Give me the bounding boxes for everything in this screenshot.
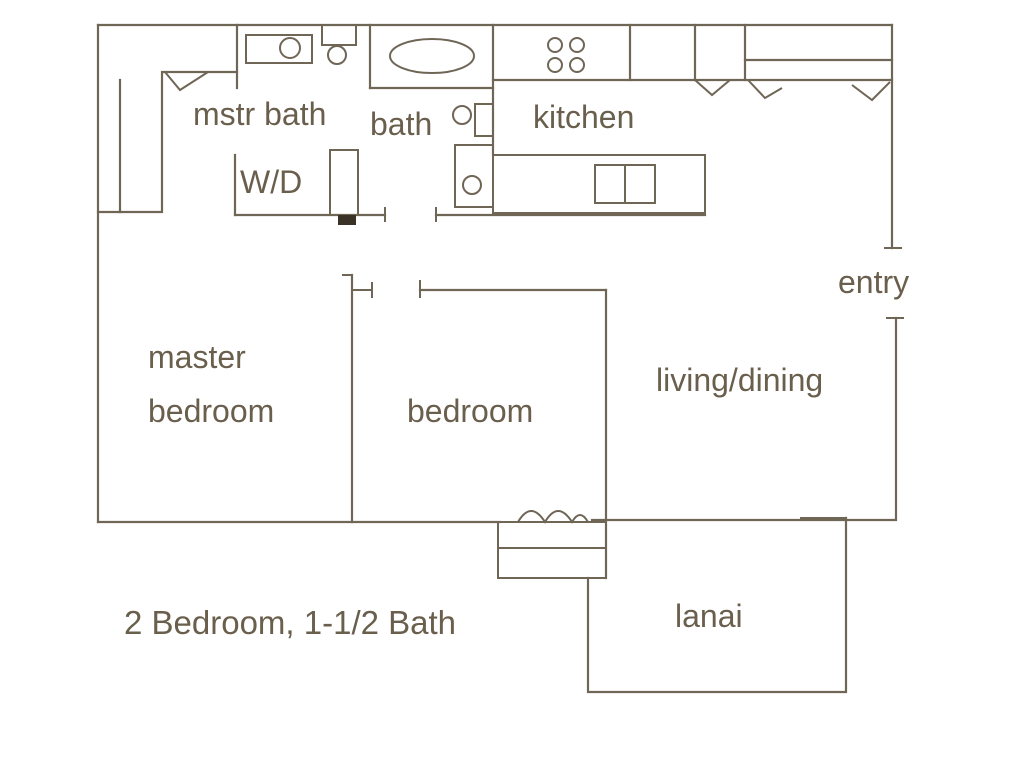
master-bedroom-top-wall [96,70,239,214]
water-heater [329,149,359,216]
label-master-bedroom-2: bedroom [148,393,274,429]
stove-burners-icon [547,37,585,73]
half-bath-toilet [474,103,494,137]
label-wd: W/D [240,164,302,200]
closet-door-swing-left-icon [164,71,209,92]
sink-bowl-icon [279,37,301,59]
interior-walls [96,23,894,580]
toilet-tank [321,24,357,46]
closet-door-swing-right-icon [851,81,891,102]
closet-door-swing-mid-icon [747,79,783,100]
lanai-door-swing-icon [517,510,589,524]
lanai-outline [586,516,848,694]
dishwasher-dial-icon [462,175,482,195]
label-entry: entry [838,264,909,300]
label-master-bedroom-1: master [148,339,246,375]
lanai-storage [497,521,607,579]
exterior-walls [96,23,904,524]
label-mstr-bath: mstr bath [193,96,326,132]
room-labels: mstr bath bath kitchen W/D entry master … [124,96,909,641]
vanity-sink [245,34,313,64]
label-living-dining: living/dining [656,362,823,398]
label-kitchen: kitchen [533,99,634,135]
plan-caption: 2 Bedroom, 1-1/2 Bath [124,604,456,641]
toilet-bowl-icon [327,45,347,65]
pantry-door-swing-icon [694,79,731,97]
bedroom-door-jamb-1 [352,282,373,298]
half-bath-sink-icon [452,105,472,125]
label-bedroom: bedroom [407,393,533,429]
fixtures [164,24,891,694]
label-bath: bath [370,106,432,142]
label-lanai: lanai [675,598,743,634]
wd-connection-icon [338,215,356,225]
bathtub-basin-icon [389,38,475,74]
kitchen-counter [492,154,706,214]
